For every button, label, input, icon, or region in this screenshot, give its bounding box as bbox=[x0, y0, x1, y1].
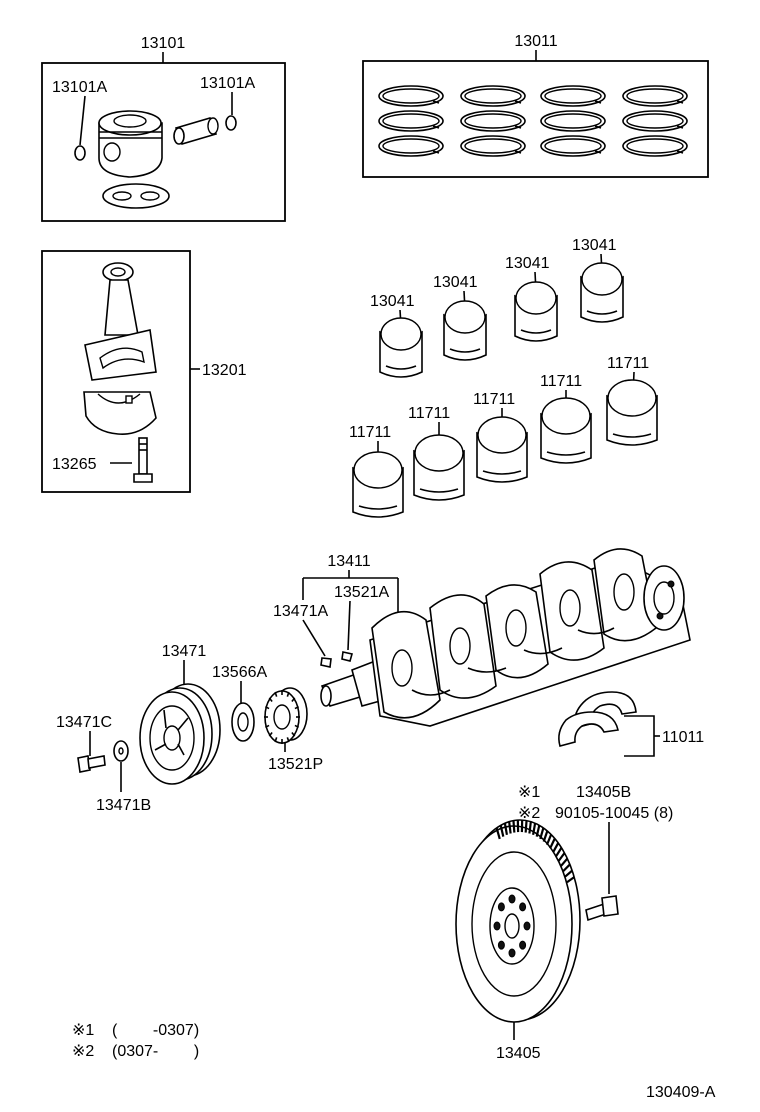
main-bearing-2-label[interactable]: 11711 bbox=[408, 405, 450, 422]
timing-gear-label[interactable]: 13521P bbox=[268, 756, 323, 773]
rod-bearings-group: 13041 13041 13041 13041 bbox=[370, 237, 624, 378]
flywheel-part[interactable] bbox=[455, 819, 581, 1023]
pulley-key-label[interactable]: 13471A bbox=[273, 603, 328, 620]
con-rod-bolt-label[interactable]: 13265 bbox=[52, 456, 97, 473]
piston-rings-parts[interactable] bbox=[378, 85, 688, 157]
rod-bearing-shell[interactable] bbox=[379, 317, 423, 378]
main-bearing-4-label[interactable]: 11711 bbox=[540, 373, 582, 390]
rod-bearing-shell[interactable] bbox=[580, 262, 624, 323]
con-rod-part[interactable] bbox=[84, 262, 157, 381]
thrust-washer-bracket bbox=[624, 715, 655, 757]
piston-part[interactable] bbox=[98, 110, 163, 178]
ring-stack[interactable] bbox=[540, 85, 606, 157]
crankshaft-label[interactable]: 13411 bbox=[327, 553, 370, 570]
diagram-code: 130409-A bbox=[646, 1084, 716, 1101]
main-bearing-5-label[interactable]: 11711 bbox=[607, 355, 649, 372]
pulley-part[interactable] bbox=[139, 683, 221, 785]
flywheel-bolt-1-label[interactable]: 13405B bbox=[576, 784, 631, 801]
main-bearing-shell[interactable] bbox=[413, 434, 465, 501]
piston-pin-part[interactable] bbox=[173, 117, 219, 145]
con-rod-box bbox=[41, 250, 191, 493]
crank-key-leader bbox=[347, 600, 351, 651]
rod-bearing-2-label[interactable]: 13041 bbox=[433, 274, 478, 291]
rod-bearing-shell[interactable] bbox=[514, 281, 558, 342]
snap-ring-left-part[interactable] bbox=[74, 145, 86, 161]
pulley-washer-label[interactable]: 13471B bbox=[96, 797, 151, 814]
pulley-label[interactable]: 13471 bbox=[162, 643, 207, 660]
footnote-2-mark: ※2 bbox=[72, 1043, 94, 1060]
con-rod-group: 13201 13265 bbox=[41, 250, 247, 493]
footnotes: ※1 ( -0307) ※2 (0307- ) bbox=[72, 1022, 199, 1060]
rod-bearing-1-label[interactable]: 13041 bbox=[370, 293, 415, 310]
thrust-washer-label[interactable]: 11011 bbox=[662, 729, 704, 746]
main-bearing-parts[interactable] bbox=[352, 379, 658, 518]
snap-ring-left-label[interactable]: 13101A bbox=[52, 79, 107, 96]
ring-stack[interactable] bbox=[622, 85, 688, 157]
ring-stack[interactable] bbox=[460, 85, 526, 157]
main-bearing-shell[interactable] bbox=[476, 416, 528, 483]
main-bearing-shell[interactable] bbox=[540, 397, 592, 464]
pulley-washer-part[interactable] bbox=[113, 740, 129, 762]
pulley-bolt-part[interactable] bbox=[77, 755, 106, 773]
snap-ring-right-label[interactable]: 13101A bbox=[200, 75, 255, 92]
flywheel-bolt-2-label[interactable]: 90105-10045 (8) bbox=[555, 805, 673, 822]
pulley-key-leader bbox=[302, 619, 326, 657]
snap-ring-left-leader bbox=[79, 95, 86, 146]
rod-bearing-3-label[interactable]: 13041 bbox=[505, 255, 550, 272]
ring-set-group: 13011 bbox=[362, 33, 709, 178]
rod-bearing-4-label[interactable]: 13041 bbox=[572, 237, 617, 254]
flywheel-bolt-part[interactable] bbox=[585, 895, 619, 922]
flywheel-bolt-mark-2: ※2 bbox=[518, 805, 540, 822]
pulley-key-part[interactable] bbox=[320, 657, 332, 668]
main-bearing-shell[interactable] bbox=[606, 379, 658, 446]
footnote-1-range: ( -0307) bbox=[112, 1022, 199, 1039]
rod-bearing-parts[interactable] bbox=[379, 262, 624, 378]
rod-bearing-shell[interactable] bbox=[443, 300, 487, 361]
piston-set-group: 13101 13101A 13101A bbox=[41, 35, 286, 222]
pulley-bolt-label[interactable]: 13471C bbox=[56, 714, 112, 731]
sensor-plate-label[interactable]: 13566A bbox=[212, 664, 267, 681]
main-bearing-shell[interactable] bbox=[352, 451, 404, 518]
ring-set-label[interactable]: 13011 bbox=[514, 33, 557, 50]
flywheel-label[interactable]: 13405 bbox=[496, 1045, 541, 1062]
sensor-plate-part[interactable] bbox=[231, 702, 255, 742]
con-rod-label[interactable]: 13201 bbox=[202, 362, 247, 379]
footnote-1-mark: ※1 bbox=[72, 1022, 94, 1039]
crankshaft-group: 13411 13521A 13471A bbox=[273, 548, 691, 727]
piston-set-label[interactable]: 13101 bbox=[141, 35, 186, 52]
sensor-plate-group: 13566A bbox=[212, 664, 267, 742]
pulley-group: 13471 13471C 13471B bbox=[56, 643, 221, 814]
thrust-washer-group: 11011 bbox=[558, 691, 704, 757]
footnote-2-range: (0307- ) bbox=[112, 1043, 199, 1060]
crank-key-label[interactable]: 13521A bbox=[334, 584, 389, 601]
main-bearings-group: 11711 11711 11711 11711 11711 bbox=[349, 355, 658, 518]
main-bearing-3-label[interactable]: 11711 bbox=[473, 391, 515, 408]
main-bearing-1-label[interactable]: 11711 bbox=[349, 424, 391, 441]
piston-crown-part[interactable] bbox=[102, 183, 170, 209]
crankshaft-part[interactable] bbox=[320, 548, 691, 727]
flywheel-bolt-mark-1: ※1 bbox=[518, 784, 540, 801]
con-rod-cap-part[interactable] bbox=[83, 391, 157, 435]
flywheel-group: ※1 13405B ※2 90105-10045 (8) 13405 bbox=[455, 784, 673, 1062]
snap-ring-right-part[interactable] bbox=[225, 115, 237, 131]
timing-gear-group: 13521P bbox=[264, 687, 323, 773]
ring-stack[interactable] bbox=[378, 85, 444, 157]
thrust-washer-part[interactable] bbox=[558, 691, 637, 747]
timing-gear-part[interactable] bbox=[264, 687, 308, 744]
con-rod-bolt-part[interactable] bbox=[133, 437, 153, 483]
crank-key-part[interactable] bbox=[341, 651, 354, 662]
